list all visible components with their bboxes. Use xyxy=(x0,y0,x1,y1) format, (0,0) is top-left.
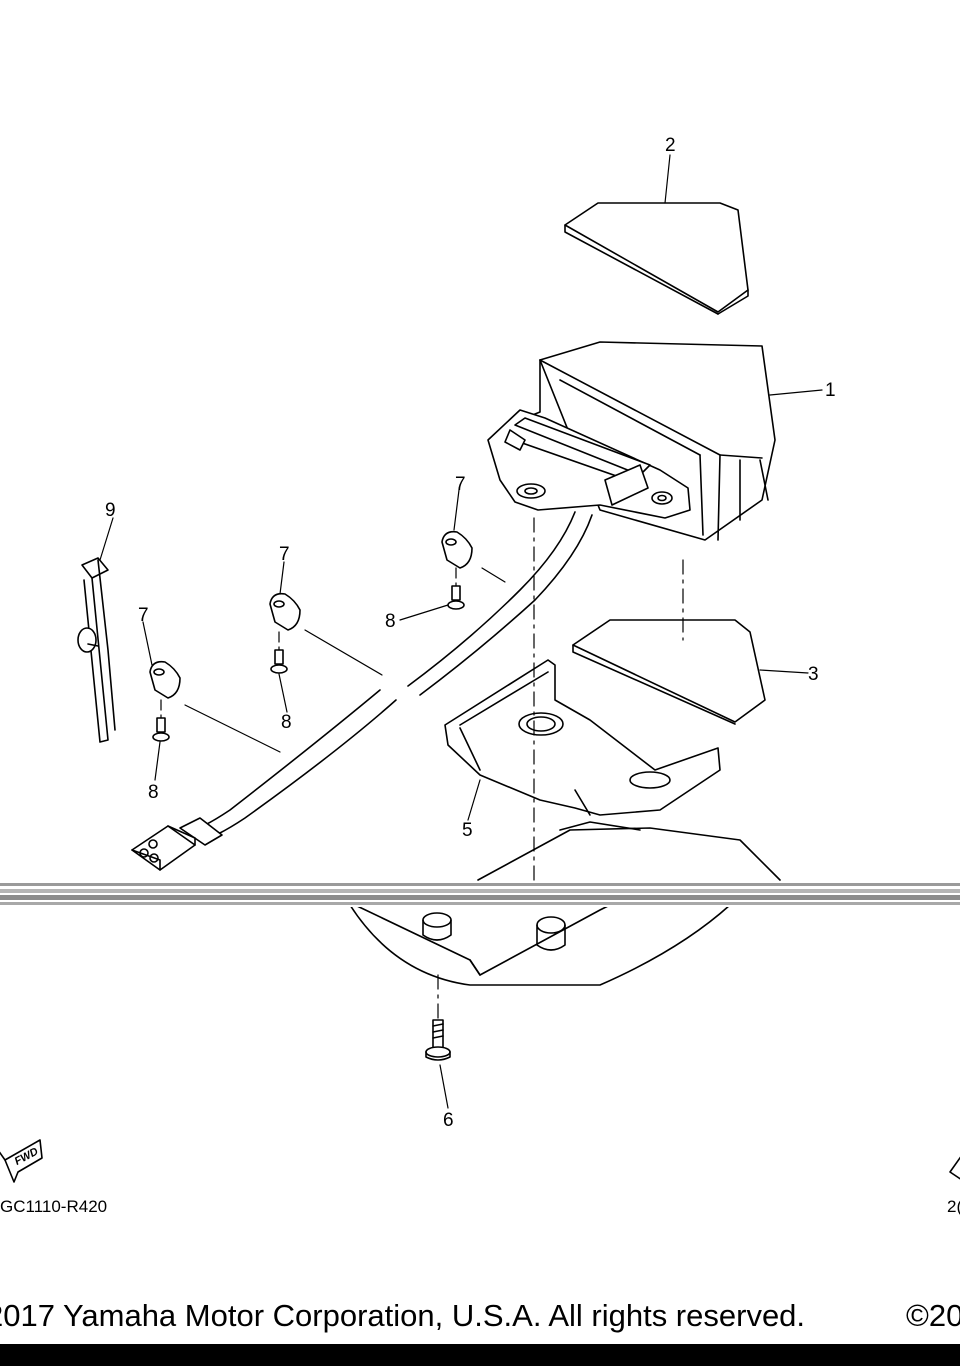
clamp-part-7c xyxy=(441,530,473,569)
callout-8a: 8 xyxy=(148,782,159,803)
cable-tie-part-9 xyxy=(77,557,116,743)
callout-5: 5 xyxy=(462,820,473,841)
callout-7c: 7 xyxy=(455,474,466,495)
callout-7b: 7 xyxy=(279,544,290,565)
callout-8c: 8 xyxy=(385,611,396,632)
fwd-arrow-right-icon xyxy=(949,1156,960,1180)
fwd-arrow-icon xyxy=(0,1139,43,1183)
callout-7a: 7 xyxy=(138,605,149,626)
leader-lines xyxy=(99,154,823,1109)
callout-1: 1 xyxy=(825,380,836,401)
copyright-text: 2017 Yamaha Motor Corporation, U.S.A. Al… xyxy=(0,1298,806,1333)
bracket-part-5 xyxy=(444,659,721,816)
gasket-part-3 xyxy=(572,619,766,725)
wire-harness xyxy=(131,511,593,871)
bottom-bar xyxy=(0,1344,960,1366)
scan-artifact-band xyxy=(0,881,960,907)
housing-part-1 xyxy=(487,341,776,541)
diagram-code-left: GC1110-R420 xyxy=(0,1197,108,1216)
screw-part-8b xyxy=(270,649,288,674)
screw-part-8c xyxy=(447,585,465,610)
callout-2: 2 xyxy=(665,135,676,156)
callout-labels: 1 2 3 5 6 7 7 7 8 8 8 9 FWD xyxy=(13,135,836,1168)
callout-3: 3 xyxy=(808,664,819,685)
callout-6: 6 xyxy=(443,1110,454,1131)
clamp-part-7a xyxy=(149,660,181,699)
callout-9: 9 xyxy=(105,500,116,521)
clamp-part-7b xyxy=(269,592,301,631)
bolt-part-6 xyxy=(425,1019,451,1061)
copyright-text-right: ©20 xyxy=(906,1298,960,1333)
diagram-code-right: 2( xyxy=(947,1197,960,1216)
base-cowl xyxy=(349,821,781,986)
gasket-plate-part-2 xyxy=(564,202,749,315)
callout-8b: 8 xyxy=(281,712,292,733)
screw-part-8a xyxy=(152,717,170,742)
